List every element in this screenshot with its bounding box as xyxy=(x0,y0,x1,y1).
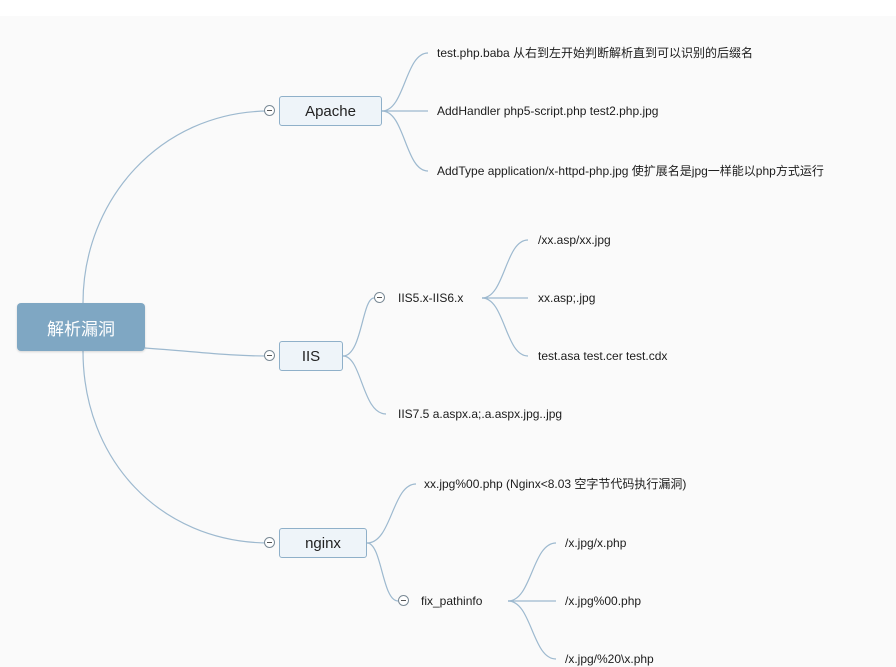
edge-root-iis xyxy=(144,347,269,357)
apache-item-1[interactable]: test.php.baba 从右到左开始判断解析直到可以识别的后缀名 xyxy=(437,46,754,60)
root-node[interactable]: 解析漏洞 xyxy=(17,303,145,351)
edge-nginx-sub xyxy=(366,542,399,602)
edge-iis-sub1 xyxy=(342,297,375,357)
mindmap-canvas xyxy=(0,16,896,667)
nginx-item-1[interactable]: xx.jpg%00.php (Nginx<8.03 空字节代码执行漏洞) xyxy=(424,477,687,491)
collapse-nginx-sub-icon[interactable] xyxy=(398,595,409,606)
iis-sub1-item-2[interactable]: xx.asp;.jpg xyxy=(538,291,596,305)
iis-sub1-label[interactable]: IIS5.x-IIS6.x xyxy=(398,291,464,305)
collapse-apache-icon[interactable] xyxy=(264,105,275,116)
nginx-sub-item-1[interactable]: /x.jpg/x.php xyxy=(565,536,627,550)
edge-apache-1 xyxy=(381,52,429,112)
edge-iis-sub1-1 xyxy=(481,239,529,299)
branch-nginx[interactable]: nginx xyxy=(279,528,367,558)
collapse-iis-sub1-icon[interactable] xyxy=(374,292,385,303)
branch-iis-label: IIS xyxy=(301,347,321,365)
edge-iis-sub2 xyxy=(342,355,387,415)
nginx-sub-item-3[interactable]: /x.jpg/%20\x.php xyxy=(565,652,654,666)
root-label: 解析漏洞 xyxy=(47,319,115,339)
edge-nginx-sub-1 xyxy=(507,542,557,602)
edge-nginx-1 xyxy=(366,483,417,544)
nginx-sub-label[interactable]: fix_pathinfo xyxy=(421,594,483,608)
nginx-sub-item-2[interactable]: /x.jpg%00.php xyxy=(565,594,642,608)
branch-apache[interactable]: Apache xyxy=(279,96,382,126)
edge-iis-sub1-3 xyxy=(481,297,529,357)
edge-root-nginx xyxy=(82,350,269,544)
top-bar xyxy=(0,0,896,16)
branch-nginx-label: nginx xyxy=(305,534,341,552)
iis-sub1-item-1[interactable]: /xx.asp/xx.jpg xyxy=(538,233,611,247)
edge-apache-3 xyxy=(381,110,429,172)
collapse-iis-icon[interactable] xyxy=(264,350,275,361)
iis-sub1-item-3[interactable]: test.asa test.cer test.cdx xyxy=(538,349,668,363)
apache-item-3[interactable]: AddType application/x-httpd-php.jpg 使扩展名… xyxy=(437,164,824,178)
apache-item-2[interactable]: AddHandler php5-script.php test2.php.jpg xyxy=(437,104,659,118)
branch-apache-label: Apache xyxy=(305,102,356,120)
branch-iis[interactable]: IIS xyxy=(279,341,343,371)
iis-sub2-label[interactable]: IIS7.5 a.aspx.a;.a.aspx.jpg..jpg xyxy=(398,407,563,421)
collapse-nginx-icon[interactable] xyxy=(264,537,275,548)
edge-nginx-sub-3 xyxy=(507,600,557,660)
edge-root-apache xyxy=(82,110,269,304)
